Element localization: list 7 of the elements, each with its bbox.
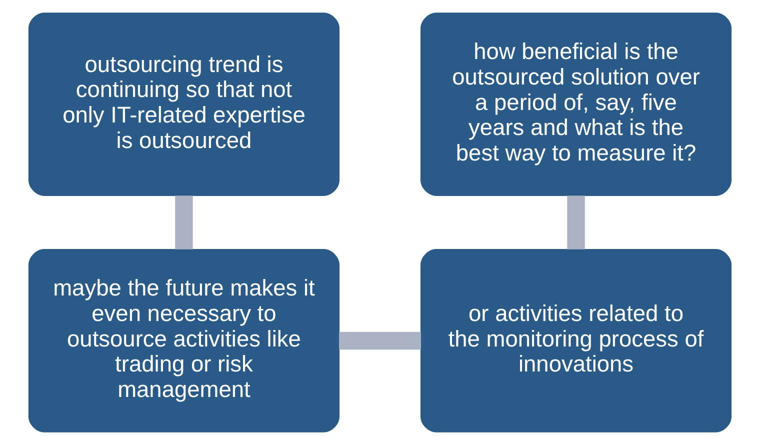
node-box: maybe the future makes it even necessary to outsource activities like trading or risk management xyxy=(28,249,340,432)
node-box: how beneficial is the outsourced solution over a period of, say, five years and what is the best way to measure it? xyxy=(420,12,732,196)
node-box: outsourcing trend is continuing so that not only IT-related expertise is outsourced xyxy=(28,12,340,196)
connector xyxy=(175,196,193,250)
connector xyxy=(567,196,585,250)
node-box: or activities related to the monitoring process of innovations xyxy=(420,249,732,432)
connector xyxy=(339,332,421,350)
